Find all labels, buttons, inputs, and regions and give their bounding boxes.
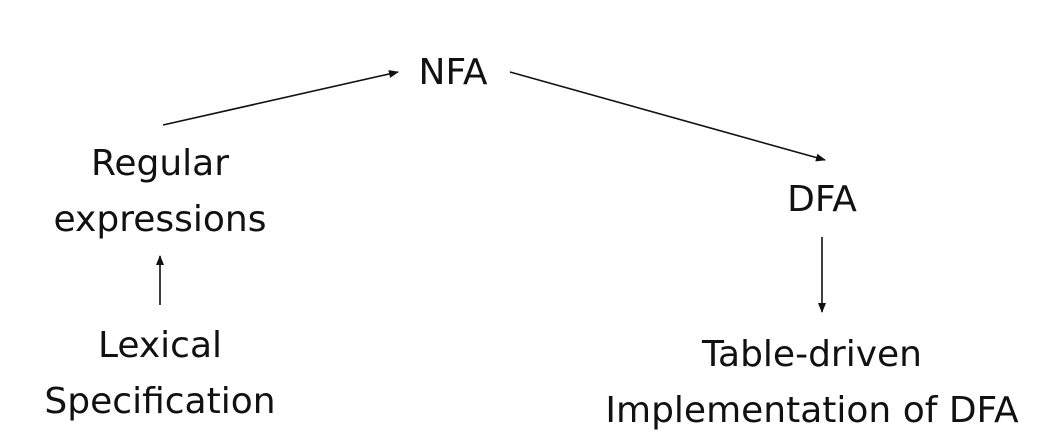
node-regular-expressions-line-1: Regular (90, 143, 230, 184)
node-regular-expressions-line-2: expressions (53, 199, 267, 240)
node-lexical-specification: Lexical Specification (20, 318, 300, 430)
node-nfa-label: NFA (418, 52, 488, 93)
node-dfa: DFA (762, 172, 882, 228)
arrow-regex-to-nfa (162, 70, 399, 126)
node-regular-expressions: Regular expressions (20, 136, 300, 248)
node-table-driven-implementation-line-2: Implementation of DFA (605, 390, 1019, 431)
node-nfa: NFA (393, 45, 513, 101)
node-table-driven-implementation-line-1: Table-driven (701, 334, 922, 375)
node-lexical-specification-line-2: Specification (44, 381, 276, 422)
arrow-nfa-to-dfa (509, 71, 826, 162)
node-dfa-label: DFA (787, 179, 857, 220)
node-lexical-specification-line-1: Lexical (97, 325, 223, 366)
node-table-driven-implementation: Table-driven Implementation of DFA (562, 327, 1062, 439)
